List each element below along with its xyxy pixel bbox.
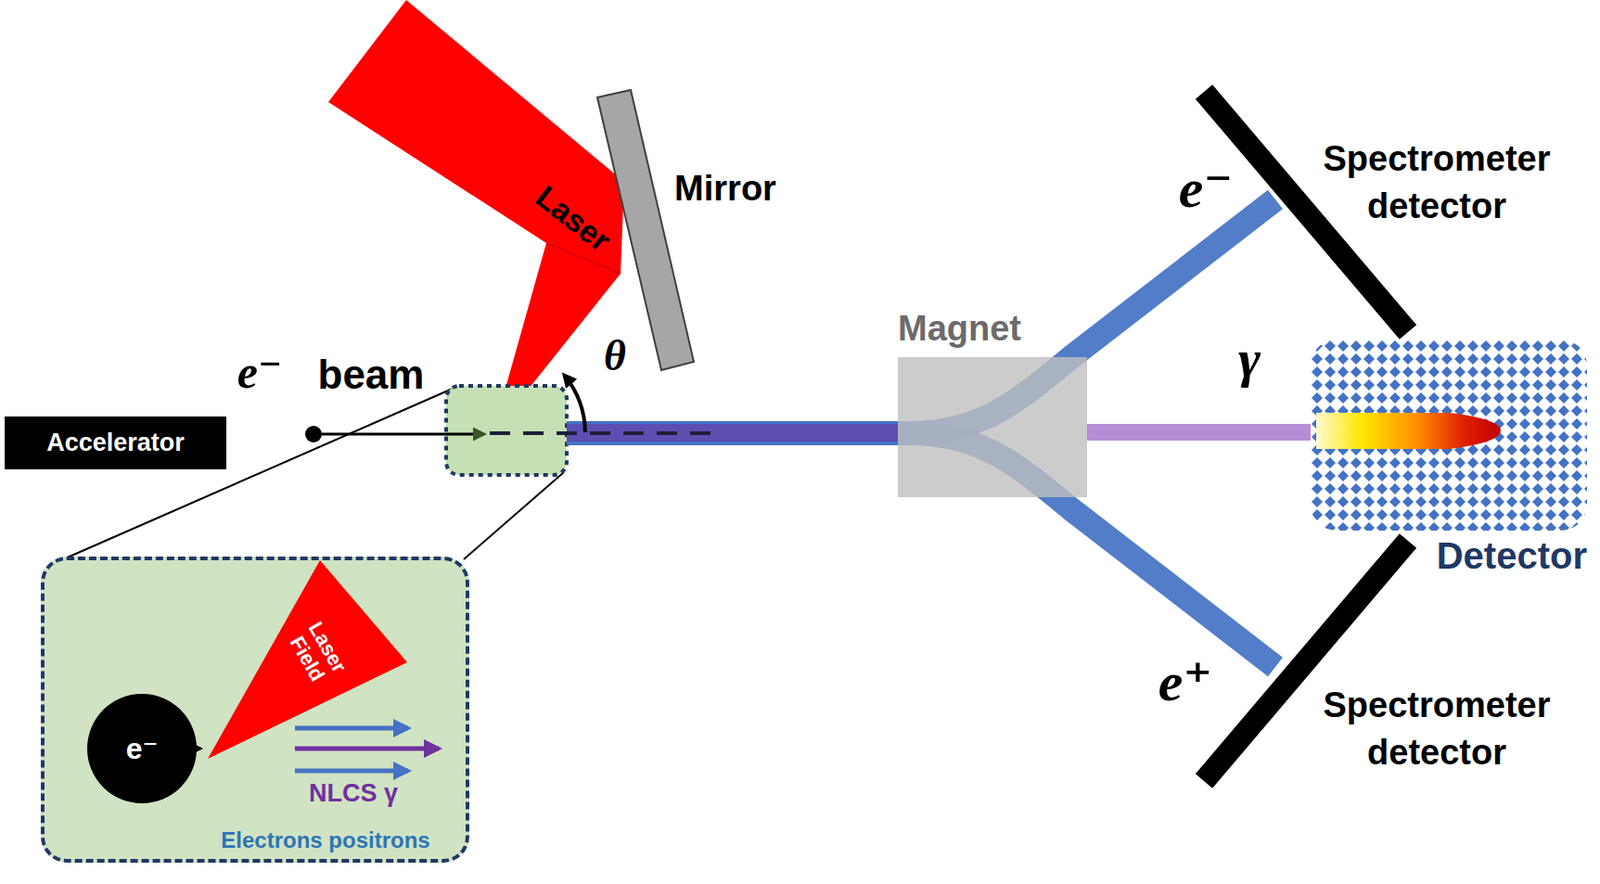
angle-arc: [563, 374, 586, 433]
accelerator-box: Accelerator: [4, 416, 227, 470]
particle-arrow: [294, 768, 409, 774]
laser-axis-dashes: [489, 431, 715, 436]
magnet-box: Magnet: [897, 357, 1088, 498]
part-label: Magnet: [897, 308, 1022, 350]
zoom-line: [63, 387, 455, 560]
particle-symbol: e⁻: [237, 345, 283, 400]
angle-symbol: θ: [603, 332, 627, 382]
legend-text: NLCS γ: [308, 779, 398, 808]
laser-label: Laser: [528, 179, 618, 260]
electron-beam-arrow: [321, 433, 485, 436]
detector-shape: [1310, 339, 1588, 531]
gamma-beam-connector: [1087, 423, 1311, 441]
particle-symbol: e⁺: [1158, 650, 1213, 715]
mirror-label: Mirror: [674, 168, 777, 210]
laser-field-wedge: [207, 560, 408, 759]
beam-label: beam: [318, 351, 425, 399]
zoom-line: [463, 472, 564, 560]
box-title: Accelerator: [46, 428, 185, 458]
detector-array: [1310, 339, 1588, 531]
electron-disc: [87, 693, 197, 804]
particle-symbol: γ: [1238, 328, 1261, 391]
gamma-shower: [1316, 412, 1501, 449]
electron-dot: [305, 425, 322, 443]
particle-symbol: e⁻: [126, 731, 159, 767]
legend-text: Electrons positrons: [220, 827, 430, 854]
gamma-beam: [566, 423, 898, 442]
inset-box: NLCS γ Electrons positrons e⁻ Laser Field: [40, 556, 470, 863]
detector-label: Spectrometer detector: [1306, 135, 1567, 231]
detector-label: Spectrometer detector: [1306, 681, 1567, 778]
particle-symbol: e⁻: [1178, 156, 1233, 221]
part-label: Detector: [1436, 534, 1588, 577]
particle-arrow: [294, 746, 439, 752]
particle-arrow: [294, 726, 409, 731]
electron-circle: e⁻: [86, 692, 198, 805]
laser-field-triangle: Laser Field: [207, 560, 408, 759]
interaction-region: [446, 385, 567, 475]
detector-box: Detector: [1310, 339, 1588, 531]
